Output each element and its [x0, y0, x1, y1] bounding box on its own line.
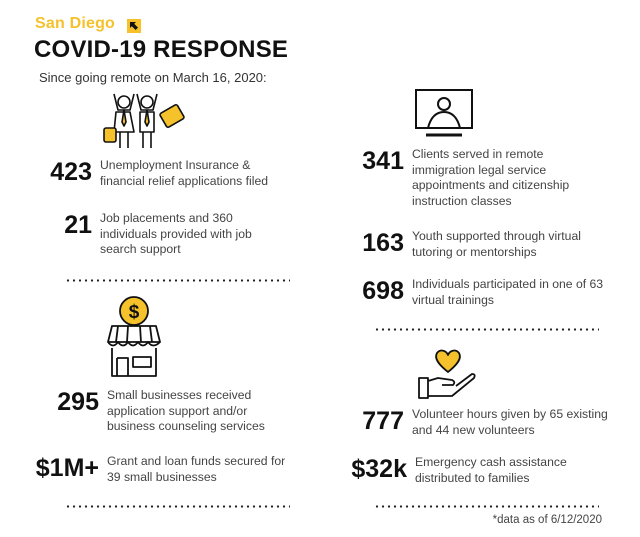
- stat-immigration-clients: 341 Clients served in remote immigration…: [352, 147, 582, 209]
- stat-description: Grant and loan funds secured for 39 smal…: [107, 454, 286, 484]
- stat-emergency-cash: $32k Emergency cash assistance distribut…: [335, 455, 595, 486]
- page-title: COVID-19 RESPONSE: [34, 36, 289, 63]
- stat-virtual-trainings: 698 Individuals participated in one of 6…: [352, 277, 607, 308]
- stat-value: 777: [362, 407, 404, 435]
- svg-text:$: $: [129, 302, 140, 323]
- dotted-divider: [65, 505, 290, 508]
- data-date-footnote: *data as of 6/12/2020: [492, 514, 602, 526]
- dotted-divider: [374, 328, 599, 331]
- storefront-dollar-coin-icon: $: [106, 296, 162, 378]
- stat-value: 295: [57, 388, 99, 416]
- dotted-divider: [374, 505, 599, 508]
- people-briefcase-celebrate-icon: [100, 92, 195, 152]
- stat-youth-supported: 163 Youth supported through virtual tuto…: [352, 229, 607, 260]
- stat-value: 21: [64, 211, 92, 239]
- stat-description: Individuals participated in one of 63 vi…: [412, 277, 604, 307]
- stat-small-businesses: 295 Small businesses received applicatio…: [20, 388, 287, 435]
- stat-description: Job placements and 360 individuals provi…: [100, 211, 252, 256]
- stat-value: 163: [362, 229, 404, 257]
- stat-description: Youth supported through virtual tutoring…: [412, 229, 581, 259]
- stat-description: Unemployment Insurance & financial relie…: [100, 158, 269, 188]
- stat-value: 341: [362, 147, 404, 175]
- stat-value: $1M+: [35, 454, 99, 482]
- logo-arrow-icon: [127, 19, 141, 33]
- brand-label: San Diego: [35, 15, 116, 32]
- hand-heart-icon: [418, 348, 482, 400]
- stat-volunteer-hours: 777 Volunteer hours given by 65 existing…: [352, 407, 612, 438]
- stat-description: Volunteer hours given by 65 existing and…: [412, 407, 608, 437]
- stat-grant-loan-funds: $1M+ Grant and loan funds secured for 39…: [14, 454, 292, 485]
- page-subtitle: Since going remote on March 16, 2020:: [39, 70, 267, 85]
- stat-value: $32k: [351, 455, 407, 483]
- stat-description: Small businesses received application su…: [107, 388, 265, 433]
- stat-value: 423: [50, 158, 92, 186]
- stat-unemployment-applications: 423 Unemployment Insurance & financial r…: [20, 158, 290, 189]
- stat-job-placements: 21 Job placements and 360 individuals pr…: [20, 211, 270, 258]
- stat-description: Emergency cash assistance distributed to…: [415, 455, 567, 485]
- stat-description: Clients served in remote immigration leg…: [412, 147, 570, 208]
- monitor-person-icon: [414, 88, 474, 138]
- dotted-divider: [65, 279, 290, 282]
- stat-value: 698: [362, 277, 404, 305]
